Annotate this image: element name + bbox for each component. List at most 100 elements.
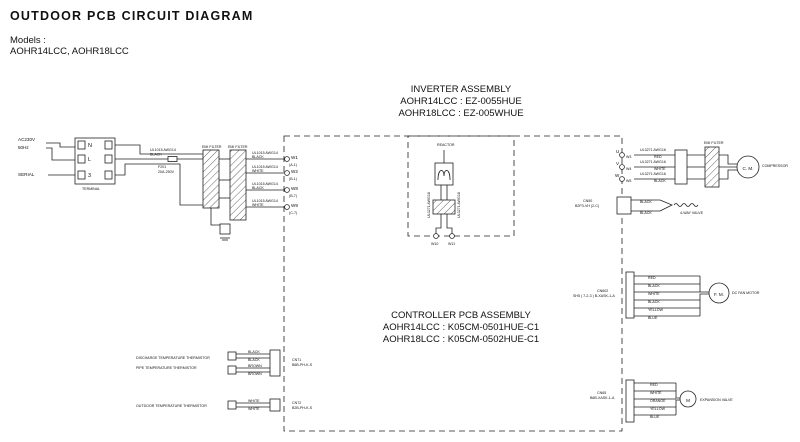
terminal-l-label: L [88, 157, 91, 163]
input-terminals: W1 (A-1) W2 (B-1) W8 (B-7) W9 (C-7) [284, 155, 298, 215]
compressor-emi-filter [704, 146, 720, 188]
cn71-part: B6B-PH-K-S [292, 363, 313, 367]
th-wire-1-color: BLACK [248, 350, 260, 354]
th-wire-3-color: BROWN [248, 364, 262, 368]
cn50-connector [616, 196, 632, 215]
w8-terminal [284, 187, 290, 193]
w2-wire-spec: UL1015 AWG14 [252, 165, 278, 169]
expansion-motor [679, 390, 697, 408]
w-code: W5 [626, 179, 631, 183]
expansion-valve-label: EXPANSION VALVE [700, 398, 733, 402]
v-code: W4 [626, 167, 631, 171]
fan-wires: RED BLACK WHITE BLACK YELLOW BLUE [634, 275, 700, 320]
fan-motor-label: F. M. [714, 292, 724, 297]
reactor-wire-b [446, 214, 453, 234]
reactor-wire-a-spec: UL3271 AWG18 [427, 192, 431, 218]
models-heading: Models : [10, 35, 46, 46]
exp-bundle-top [675, 383, 680, 399]
w-label: W [615, 173, 620, 178]
terminal-n-label: N [88, 143, 92, 149]
reactor-label: REACTOR [437, 143, 455, 147]
discharge-thermistor-symbol [227, 351, 237, 361]
valve-junction [659, 199, 673, 212]
valve-coil [673, 203, 699, 207]
wire-serial [115, 163, 203, 206]
earth-wire [210, 208, 225, 226]
fan-motor [708, 282, 730, 304]
motor-w-wire [719, 169, 737, 180]
thermistors-section: DISCHARGE TEMPERATURE THERMISTOR PIPE TE… [136, 349, 313, 412]
fan-wire-6-color: BLUE [648, 316, 658, 320]
inverter-assembly-label: INVERTER ASSEMBLY [411, 84, 512, 95]
terminal-l-out-screw [104, 154, 113, 164]
terminal-l-screw [77, 154, 86, 164]
th-wire-2-color: BLACK [248, 358, 260, 362]
w8-code: (B-7) [289, 194, 297, 198]
exp-bundle-bottom [675, 399, 680, 415]
cn72-label: CN72 [292, 401, 301, 405]
exp-wire-4-color: YELLOW [650, 407, 666, 411]
w2-wire-color: WHITE [252, 169, 264, 173]
w10-terminal [433, 233, 439, 239]
compressor-section: U V W W3 W4 W5 UL3271 AWG16 RED UL3271 A… [615, 141, 788, 188]
fan-motor-section: CN602 SH5 ( 7-2-3 ) B-XASK-1-A RED BLACK… [573, 271, 760, 320]
terminal-n-screw [77, 140, 86, 150]
fan-wire-5-color: YELLOW [648, 308, 664, 312]
reactor-wire-a [435, 214, 442, 234]
wire-n-to-filter [115, 144, 203, 155]
motor-u-wire [719, 154, 737, 165]
outdoor-thermistor-symbol [227, 400, 237, 410]
supply-wire-l [46, 147, 75, 161]
exp-wire-5-color: BLUE [650, 415, 660, 419]
controller-assembly-label: CONTROLLER PCB ASSEMBLY [391, 310, 531, 321]
controller-model-18: AOHR18LCC : K05CM-0502HUE-C1 [383, 334, 539, 345]
exp-wire-1-color: RED [650, 383, 658, 387]
inverter-model-18: AOHR18LCC : EZ-005WHUE [398, 108, 523, 119]
cn602-label: CN602 [597, 289, 608, 293]
four-way-valve-section: CN50 B2P3-VH (2-C) BLACK BLACK 4-WAY VAL… [575, 196, 704, 215]
reactor-coil [437, 170, 451, 181]
exp-wire-3-color: ORANGE [650, 399, 666, 403]
reactor-wire-b-spec: UL3271 AWG18 [457, 192, 461, 218]
fan-bundle-top [699, 276, 710, 293]
models-value: AOHR14LCC, AOHR18LCC [10, 46, 129, 57]
filter-to-inputs: UL1015 AWG14 BLACK UL1015 AWG14 WHITE UL… [246, 151, 284, 208]
w2-label: W2 [291, 169, 298, 174]
pipe-thermistor-label: PIPE TEMPERATURE THERMISTOR [136, 366, 197, 370]
input-wire-color: BLACK [150, 153, 162, 157]
valve-label: 4-WAY VALVE [680, 211, 704, 215]
emi-filter-right-label: EMI FILTER [704, 141, 724, 145]
terminal-3-label: 3 [88, 173, 91, 179]
w1-wire-spec: UL1015 AWG14 [252, 151, 278, 155]
u-terminal [619, 152, 625, 158]
w1-wire-color: BLACK [252, 155, 264, 159]
cn65-connector [625, 379, 635, 423]
fan-wire-3-color: WHITE [648, 292, 660, 296]
fan-bundle-bottom [699, 293, 710, 316]
fuse-name: F201 [158, 165, 166, 169]
valve-wire-2-color: BLACK [640, 211, 652, 215]
pcb-assembly-outline [283, 135, 623, 432]
valve-wire-1-color: BLACK [640, 200, 652, 204]
cn602-part: SH5 ( 7-2-3 ) B-XASK-1-A [573, 294, 615, 298]
fan-wire-1-color: RED [648, 276, 656, 280]
w-wire-spec: UL3271 AWG16 [640, 172, 666, 176]
fan-wire-2-color: BLACK [648, 284, 660, 288]
emi-filter-2-label: EMI FILTER [228, 145, 248, 149]
emi-filter-1-label: EMI FILTER [202, 145, 222, 149]
cn50-label: CN50 [583, 199, 592, 203]
w2-code: (B-1) [289, 177, 297, 181]
input-wire-spec: UL1015 AWG14 [150, 148, 176, 152]
fuse-symbol [167, 156, 178, 162]
dc-fan-motor-label: DC FAN MOTOR [732, 291, 760, 295]
w9-code: (C-7) [289, 211, 297, 215]
th-wire-5-color: WHITE [248, 399, 260, 403]
cn72-part: B2B-PH-K-S [292, 406, 313, 410]
terminal-label: TERMINAL [82, 187, 100, 191]
v-label: V [616, 161, 620, 166]
outdoor-thermistor-label: OUTDOOR TEMPERATURE THERMISTOR [136, 404, 207, 408]
w9-wire-spec: UL1015 AWG14 [252, 199, 278, 203]
expansion-valve-section: CN65 B6B-XASK-1-A RED WHITE ORANGE YELLO… [590, 379, 733, 423]
expansion-wires: RED WHITE ORANGE YELLOW BLUE [634, 382, 676, 419]
cn72-connector [269, 398, 281, 412]
